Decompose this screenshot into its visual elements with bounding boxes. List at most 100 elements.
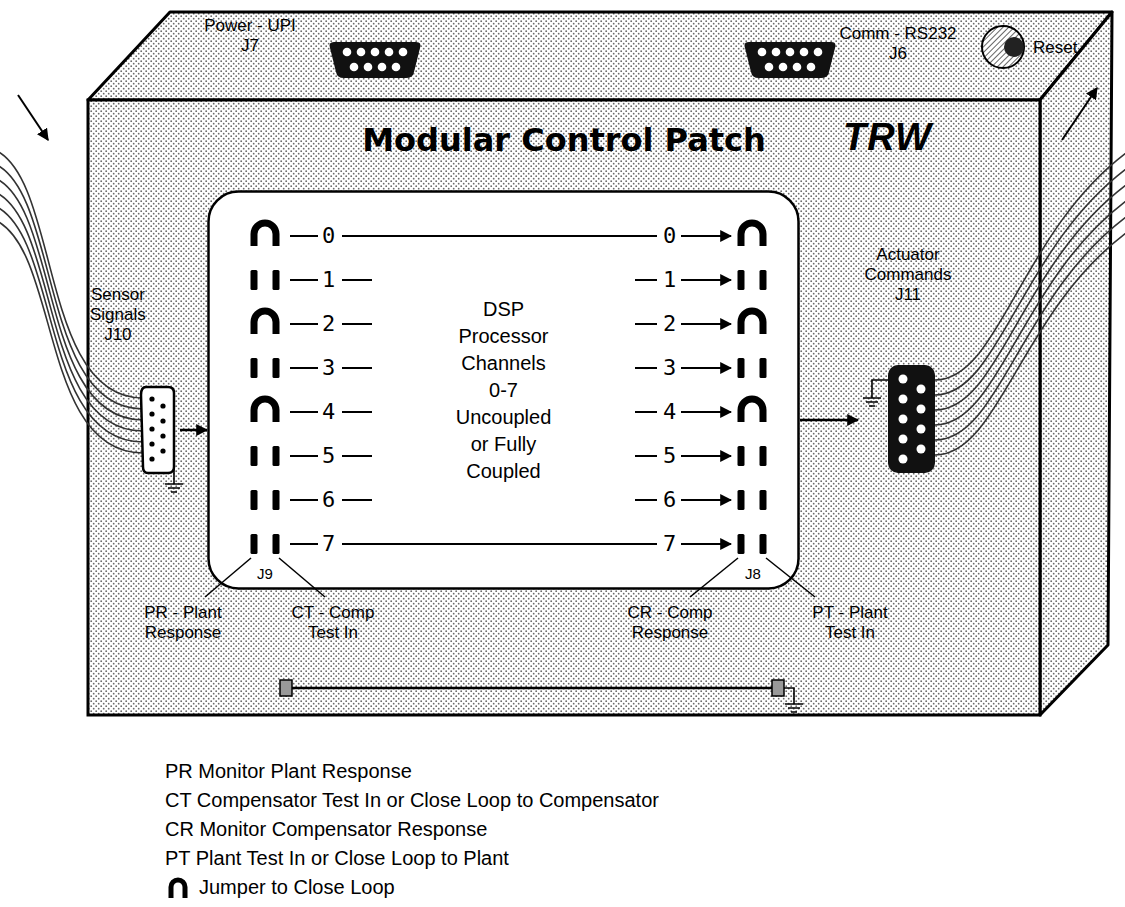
pin-hole: [765, 63, 774, 72]
jumper-swatch: [165, 876, 191, 900]
pin-hole: [786, 48, 795, 57]
pin-hole: [160, 433, 165, 438]
channel-number: 0: [663, 223, 676, 249]
legend-text: PR Monitor Plant Response: [165, 760, 412, 783]
pin-hole: [149, 411, 154, 416]
patch-panel: DSP Processor Channels 0-7 Uncoupled or …: [207, 190, 800, 590]
channel-line: [290, 367, 318, 369]
pin-hole: [371, 48, 380, 57]
jumper-pin: [760, 490, 767, 510]
channel-line: [290, 411, 318, 413]
pin-hole: [772, 48, 781, 57]
jumper-symbol: [254, 223, 276, 246]
channel-line: [342, 279, 372, 281]
signal-arrow: [1062, 88, 1097, 140]
channel-number: 0: [322, 223, 335, 249]
ground-symbol: [785, 698, 803, 712]
dsub-connector: [138, 385, 178, 475]
jumper-symbol: [171, 880, 185, 898]
pin-hole: [899, 455, 908, 464]
drawing-stroke: [772, 680, 784, 696]
channel-number: 5: [663, 443, 676, 469]
jumper-pin: [251, 446, 258, 466]
channel-number: 3: [663, 355, 676, 381]
channel-line: [342, 411, 372, 413]
pin-hole: [899, 395, 908, 404]
header-name: J9: [257, 565, 273, 583]
ground-symbol: [165, 478, 183, 492]
node-text: DSP Processor Channels 0-7 Uncoupled or …: [456, 296, 552, 485]
ground-wire: [872, 380, 890, 392]
pin-hole: [149, 426, 154, 431]
pin-hole: [149, 456, 154, 461]
pin-hole: [160, 418, 165, 423]
channel-line: [342, 367, 372, 369]
node-text: Sensor Signals J10: [90, 285, 146, 345]
channel-number: 5: [322, 443, 335, 469]
connector-label: Power - UPI J7: [195, 16, 305, 56]
ground-bar: [280, 680, 784, 696]
wire: [935, 230, 1125, 455]
drawing-stroke: [290, 687, 776, 690]
channel-line: [342, 323, 372, 325]
panel-outline: [209, 192, 799, 589]
pin-hole: [385, 48, 394, 57]
jumper-pin: [251, 490, 258, 510]
legend-row: PT Plant Test In or Close Loop to Plant: [165, 844, 659, 873]
jumper-pin: [760, 358, 767, 378]
channel-line: [635, 499, 657, 501]
channel-line: [342, 499, 372, 501]
jumper-pin: [760, 270, 767, 290]
logo-text: TRW: [843, 114, 932, 160]
leader-line: [766, 558, 815, 597]
channel-line: [681, 499, 731, 501]
pin-hole: [917, 385, 926, 394]
leader-line: [690, 558, 738, 597]
pin-hole: [899, 435, 908, 444]
ground-symbol: [863, 392, 881, 406]
jumper-pin: [738, 490, 745, 510]
jumper-pin: [738, 534, 745, 554]
legend-row: CR Monitor Compensator Response: [165, 815, 659, 844]
port-label: PR - Plant Response: [133, 603, 233, 643]
pin-hole: [807, 63, 816, 72]
legend-row: PR Monitor Plant Response: [165, 757, 659, 786]
connector-shell: [745, 42, 836, 78]
channel-line: [290, 279, 318, 281]
channel-line: [681, 543, 731, 545]
legend: PR Monitor Plant ResponseCT Compensator …: [165, 757, 659, 902]
drawing-stroke: [1004, 37, 1024, 57]
jumper-pin: [738, 270, 745, 290]
wire: [935, 166, 1125, 395]
port-label: CT - Comp Test In: [283, 603, 383, 643]
pin-hole: [343, 48, 352, 57]
channel-line: [681, 455, 731, 457]
channel-number: 7: [322, 531, 335, 557]
button-label: Reset: [1033, 38, 1077, 58]
channel-line: [681, 367, 731, 369]
legend-text: PT Plant Test In or Close Loop to Plant: [165, 847, 509, 870]
ground-wire: [784, 688, 794, 698]
top-face: [88, 12, 1112, 100]
pin-hole: [758, 48, 767, 57]
front-face: [88, 100, 1040, 715]
legend-row: Jumper to Close Loop: [165, 873, 659, 902]
jumper-symbol: [741, 399, 763, 422]
connector-shell: [330, 42, 421, 78]
reset-button: [982, 26, 1024, 68]
jumper-pin: [273, 358, 280, 378]
leader-line: [279, 558, 325, 597]
port-label: PT - Plant Test In: [800, 603, 900, 643]
channel-number: 2: [663, 311, 676, 337]
channel-line: [635, 279, 657, 281]
jumper-pin: [273, 270, 280, 290]
leader-line: [205, 558, 251, 597]
channel-number: 7: [663, 531, 676, 557]
channel-line: [635, 455, 657, 457]
dsub-connector: [863, 363, 943, 477]
jumper-pin: [738, 358, 745, 378]
channel-line: [342, 455, 372, 457]
pin-hole: [917, 425, 926, 434]
pin-hole: [399, 48, 408, 57]
node-text: Actuator Commands J11: [865, 245, 952, 305]
